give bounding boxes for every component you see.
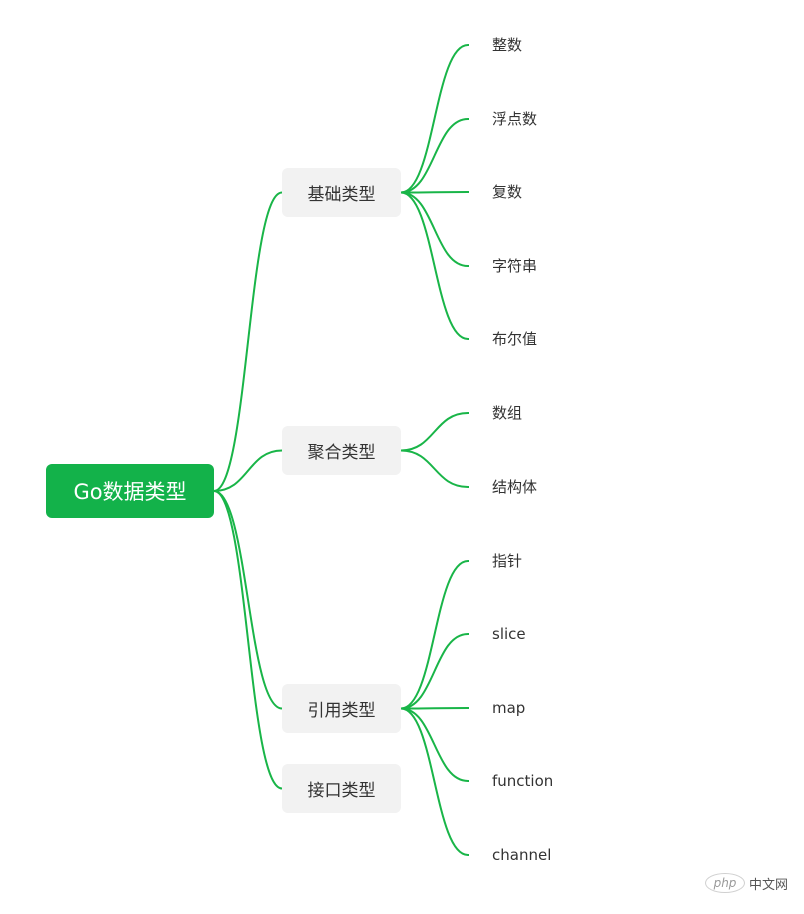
category-to-leaf-line (400, 707, 469, 710)
category-to-leaf-line (400, 118, 469, 194)
category-to-leaf-line (400, 44, 469, 194)
leaf-map[interactable]: map (492, 699, 526, 717)
php-logo-icon: php (705, 873, 745, 893)
root-to-category-line (213, 449, 283, 492)
leaf-boolean[interactable]: 布尔值 (492, 330, 538, 348)
root-to-category-line (213, 490, 283, 710)
leaf-complex[interactable]: 复数 (492, 183, 523, 201)
leaf-struct[interactable]: 结构体 (492, 478, 538, 496)
watermark-text: 中文网 (749, 877, 789, 893)
category-reference-types[interactable]: 引用类型 (282, 684, 401, 733)
leaf-float[interactable]: 浮点数 (492, 110, 538, 128)
leaf-array[interactable]: 数组 (492, 404, 523, 422)
leaf-string[interactable]: 字符串 (492, 257, 538, 275)
category-basic-types[interactable]: 基础类型 (282, 168, 401, 217)
category-label: 引用类型 (307, 701, 376, 721)
category-to-leaf-line (400, 707, 469, 856)
category-to-leaf-line (400, 191, 469, 340)
root-label: Go数据类型 (73, 480, 187, 504)
category-to-leaf-line (400, 449, 469, 488)
category-to-leaf-line (400, 707, 469, 782)
category-to-leaf-line (400, 412, 469, 452)
leaf-integer[interactable]: 整数 (492, 36, 523, 54)
category-label: 接口类型 (307, 781, 376, 801)
leaf-pointer[interactable]: 指针 (492, 552, 523, 570)
category-to-leaf-line (400, 560, 469, 710)
root-to-category-line (213, 490, 283, 790)
leaf-channel[interactable]: channel (492, 846, 552, 864)
category-aggregate-types[interactable]: 聚合类型 (282, 426, 401, 475)
category-label: 基础类型 (307, 185, 376, 205)
category-label: 聚合类型 (307, 443, 376, 463)
root-node[interactable]: Go数据类型 (46, 464, 214, 518)
watermark: php 中文网 (705, 872, 788, 894)
category-interface-types[interactable]: 接口类型 (282, 764, 401, 813)
root-to-category-line (213, 191, 283, 492)
leaf-slice[interactable]: slice (492, 625, 526, 643)
category-to-leaf-line (400, 633, 469, 710)
category-to-leaf-line (400, 191, 469, 194)
leaf-function[interactable]: function (492, 772, 554, 790)
category-to-leaf-line (400, 191, 469, 267)
